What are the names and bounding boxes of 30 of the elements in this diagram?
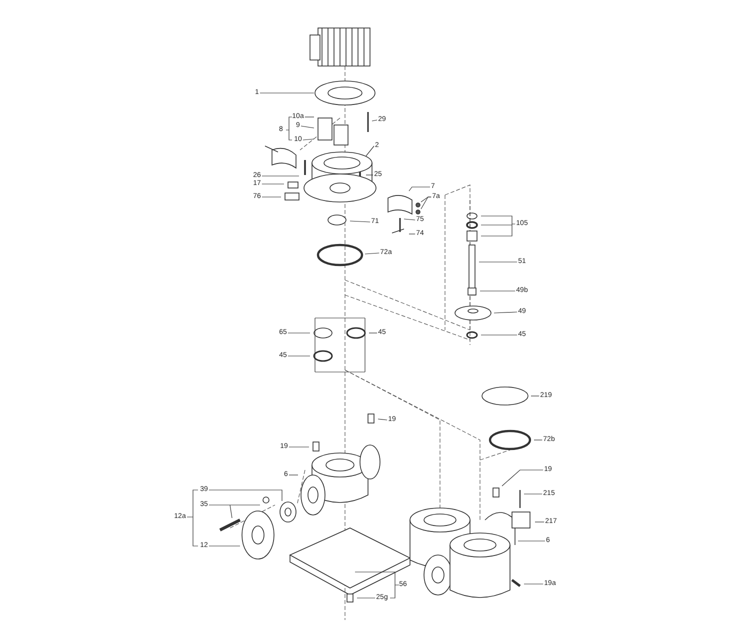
leader-line [518,540,546,542]
leader-line [378,418,388,420]
leader-line [208,490,282,502]
screw-icon [416,210,420,214]
screw-icon [416,202,420,208]
leader-line [372,120,378,122]
leader-line [300,126,314,128]
leader-line [480,334,518,336]
leader-line [364,252,380,254]
leader-line [208,504,260,518]
leader-line [404,218,416,220]
leader-line [480,290,516,292]
leader-line [366,174,374,176]
leader-line [502,470,544,486]
flange-drawing [314,80,376,106]
leader-line [366,146,374,156]
leader-line [302,138,314,140]
leader-line [368,332,378,334]
leader-line [480,216,516,236]
leader-line [304,116,314,118]
leader-line [350,220,370,222]
leader-line [260,92,314,94]
leader-line [288,332,310,334]
leader-line [494,312,518,314]
leader-line [420,196,432,210]
leader-line [288,474,298,476]
washer-drawing [280,502,296,522]
leader-line [288,446,310,448]
leader-line [408,186,430,192]
leader-line [262,196,282,198]
